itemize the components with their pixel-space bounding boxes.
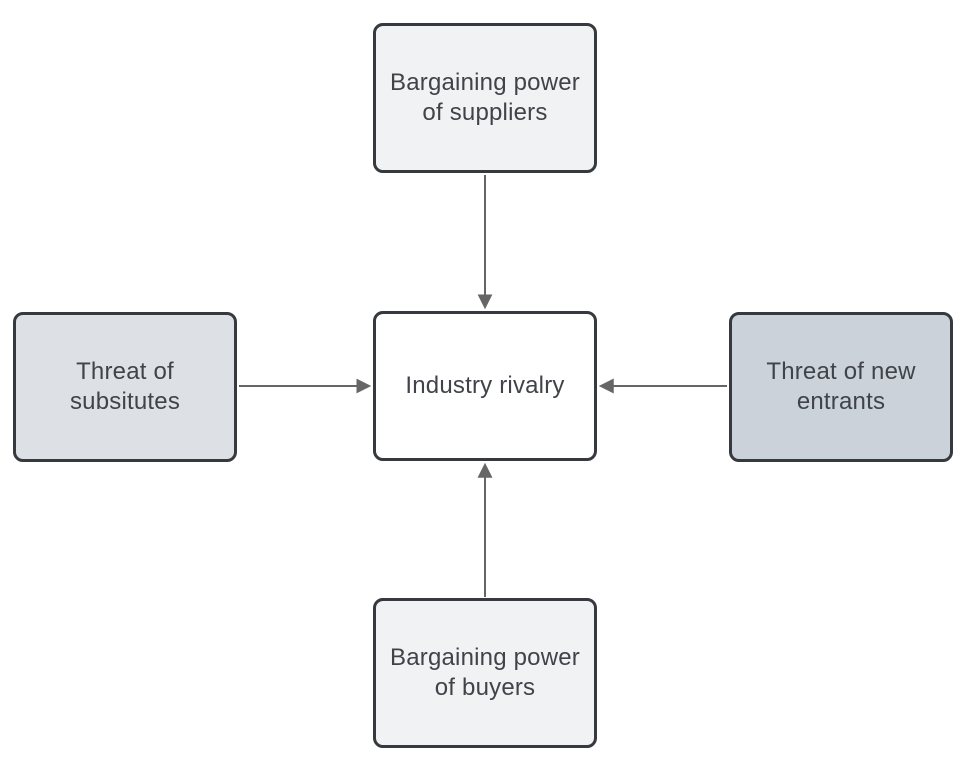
node-label-line: Bargaining power: [390, 69, 580, 96]
node-label-line: of suppliers: [422, 99, 548, 126]
node-threat-of-substitutes[interactable]: Threat of subsitutes: [13, 312, 237, 462]
node-label-line: Threat of new: [766, 358, 916, 385]
node-label-line: Bargaining power: [390, 644, 580, 671]
node-label-line: entrants: [796, 388, 886, 415]
node-label: Threat of new entrants: [766, 357, 915, 417]
node-label: Bargaining power of buyers: [390, 643, 580, 703]
node-label-line: Threat of: [76, 358, 174, 385]
node-threat-of-new-entrants[interactable]: Threat of new entrants: [729, 312, 953, 462]
node-label: Threat of subsitutes: [70, 357, 180, 417]
node-bargaining-power-of-buyers[interactable]: Bargaining power of buyers: [373, 598, 597, 748]
node-label-line: of buyers: [434, 674, 536, 701]
node-label-line: subsitutes: [69, 388, 181, 415]
node-bargaining-power-of-suppliers[interactable]: Bargaining power of suppliers: [373, 23, 597, 173]
node-label-line: Industry rivalry: [405, 372, 565, 399]
node-industry-rivalry[interactable]: Industry rivalry: [373, 311, 597, 461]
node-label: Bargaining power of suppliers: [390, 68, 580, 128]
node-label: Industry rivalry: [405, 371, 564, 401]
